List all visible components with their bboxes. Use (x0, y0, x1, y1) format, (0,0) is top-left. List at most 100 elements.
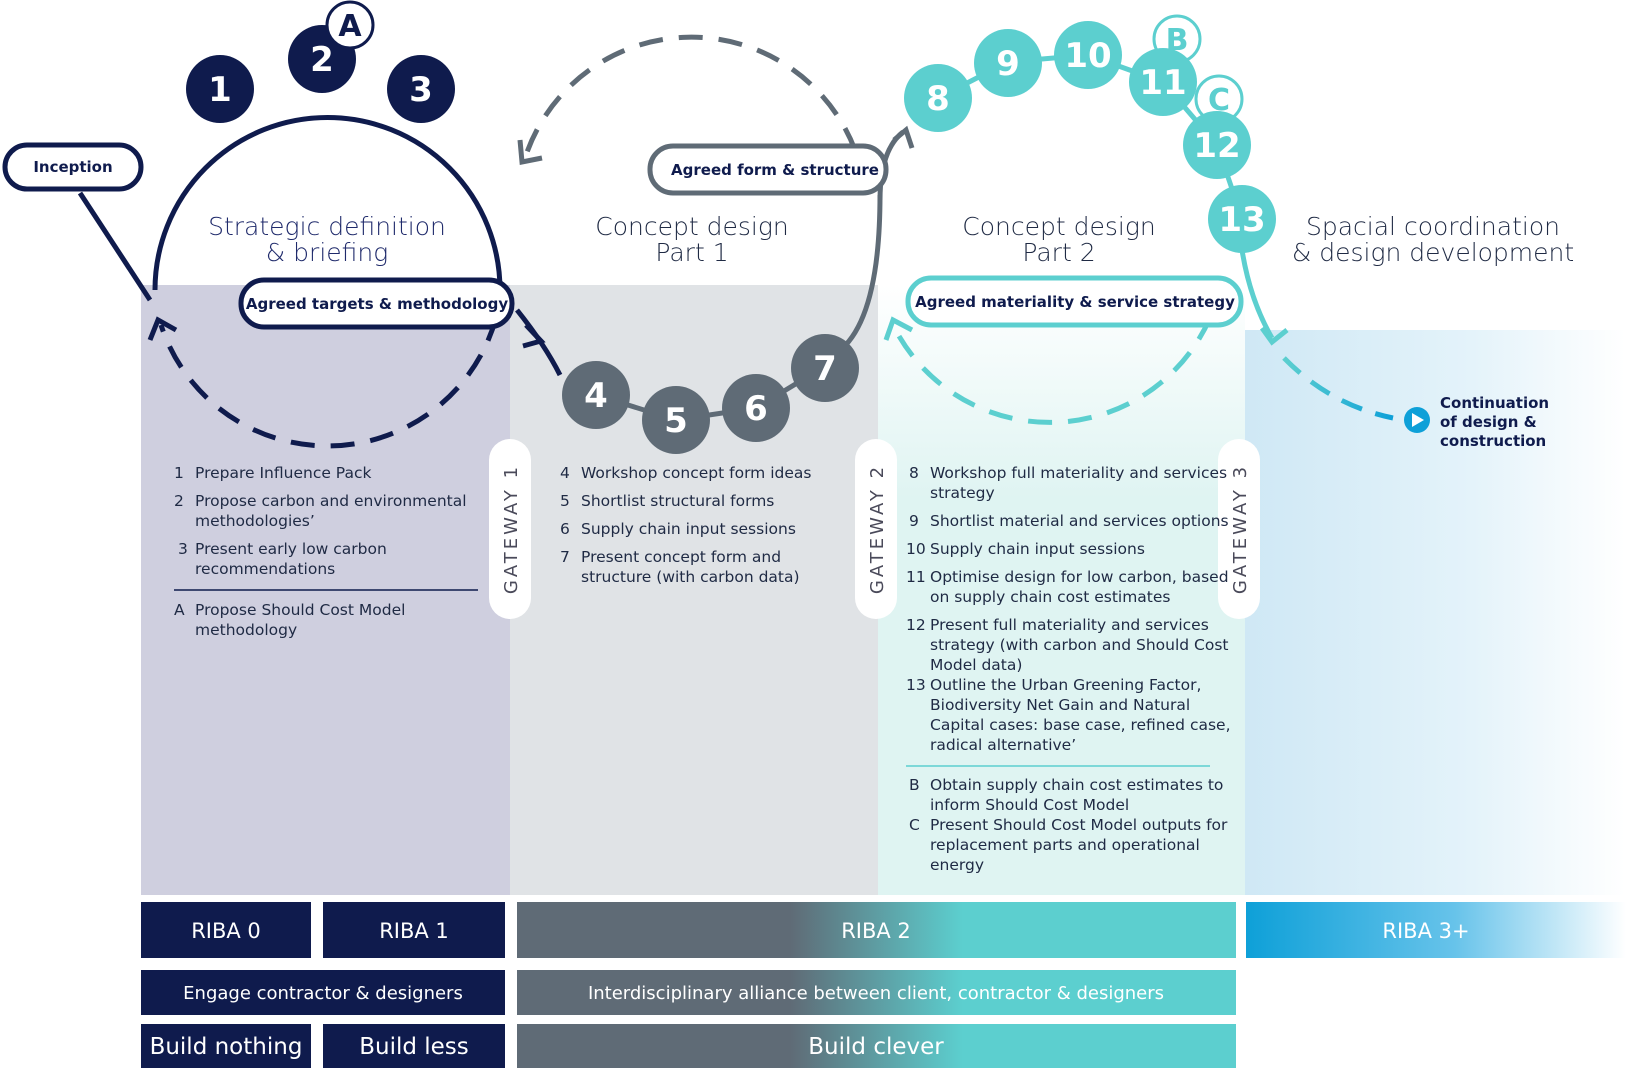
step-2-num: 2 (174, 492, 184, 510)
step-3-num: 3 (178, 540, 188, 558)
step-8-text-l1: Workshop full materiality and services (930, 464, 1227, 482)
step-11-text-l1: Optimise design for low carbon, based (930, 568, 1229, 586)
continuation-line2: of design & (1440, 413, 1537, 431)
svg-text:RIBA 1: RIBA 1 (379, 919, 449, 943)
stage-1-title-line2: & briefing (266, 238, 389, 267)
step-c-text-l2: replacement parts and operational (930, 836, 1200, 854)
bar-riba-1: RIBA 1 (323, 902, 505, 958)
step-13-text-l4: radical alternative’ (930, 736, 1076, 754)
circle-6: 6 (722, 374, 790, 442)
step-9-text: Shortlist material and services options (930, 512, 1229, 530)
bar-engage: Engage contractor & designers (141, 970, 505, 1015)
svg-text:Build nothing: Build nothing (150, 1034, 303, 1060)
step-a-text-l2: methodology (195, 621, 297, 639)
step-1-text: Prepare Influence Pack (195, 464, 371, 482)
continuation-line1: Continuation (1440, 394, 1549, 412)
circle-8: 8 (904, 64, 972, 132)
circle-4: 4 (562, 361, 630, 429)
step-3-text-l2: recommendations (195, 560, 335, 578)
step-12-num: 12 (906, 616, 926, 634)
bar-build-less: Build less (323, 1024, 505, 1068)
column-3-steps: 8 Workshop full materiality and services… (906, 464, 1231, 874)
step-c-text-l3: energy (930, 856, 984, 874)
inception-tail (77, 191, 153, 302)
stage-3-title-line1: Concept design (962, 212, 1155, 241)
continuation-dashed-curve (1282, 356, 1394, 421)
step-2-text-l1: Propose carbon and environmental (195, 492, 467, 510)
bar-build-nothing: Build nothing (141, 1024, 311, 1068)
form-pill (647, 143, 889, 196)
svg-text:GATEWAY 1: GATEWAY 1 (501, 464, 522, 594)
cycle-1-solid-arc (152, 115, 503, 291)
step-12-text-l3: Model data) (930, 656, 1022, 674)
targets-pill (238, 277, 515, 330)
step-12-text-l2: strategy (with carbon and Should Cost (930, 636, 1229, 654)
svg-text:Build less: Build less (359, 1034, 469, 1060)
gateway-2: GATEWAY 2 (855, 439, 897, 619)
bar-riba-0: RIBA 0 (141, 902, 311, 958)
inception-label: Inception (33, 158, 112, 176)
cycle-1-dashed-arc (158, 317, 499, 449)
step-7-num: 7 (560, 548, 570, 566)
svg-text:C: C (1208, 83, 1230, 118)
step-a-num: A (174, 601, 185, 619)
form-label: Agreed form & structure (671, 161, 879, 179)
step-a-text-l1: Propose Should Cost Model (195, 601, 405, 619)
svg-text:Interdisciplinary alliance bet: Interdisciplinary alliance between clien… (588, 983, 1164, 1004)
svg-text:3: 3 (409, 70, 433, 110)
step-12-text-l1: Present full materiality and services (930, 616, 1209, 634)
cycle-1 (147, 115, 563, 449)
circle-10: 10 (1054, 21, 1122, 89)
step-1-num: 1 (174, 464, 184, 482)
step-5-text: Shortlist structural forms (581, 492, 774, 510)
step-6-num: 6 (560, 520, 570, 538)
step-2-text-l2: methodologies’ (195, 512, 315, 530)
step-4-num: 4 (560, 464, 570, 482)
inception-callout: Inception (2, 142, 153, 302)
svg-text:Engage contractor & designers: Engage contractor & designers (183, 983, 463, 1004)
step-7-text-l1: Present concept form and (581, 548, 781, 566)
cycle-2-arrowhead-up (892, 125, 915, 149)
step-8-num: 8 (909, 464, 919, 482)
step-10-num: 10 (906, 540, 926, 558)
svg-text:4: 4 (584, 376, 608, 416)
gateway-1: GATEWAY 1 (489, 439, 531, 619)
svg-text:8: 8 (926, 79, 950, 119)
gateway-3: GATEWAY 3 (1218, 439, 1260, 619)
stage-4-title-line1: Spacial coordination (1306, 212, 1560, 241)
step-5-num: 5 (560, 492, 570, 510)
bar-build-clever: Build clever (517, 1024, 1236, 1068)
step-13-text-l3: Capital cases: base case, refined case, (930, 716, 1231, 734)
svg-text:2: 2 (310, 40, 334, 80)
svg-text:5: 5 (664, 401, 688, 441)
circle-12: 12 (1183, 111, 1251, 179)
step-7-text-l2: structure (with carbon data) (581, 568, 800, 586)
cycle-2-bottom-chain (595, 365, 824, 423)
svg-text:GATEWAY 2: GATEWAY 2 (867, 464, 888, 594)
cycle-2-dashed-arc (522, 34, 858, 159)
svg-text:6: 6 (744, 389, 768, 429)
letter-c-badge: C (1194, 74, 1244, 124)
cycle-2-arrowhead (517, 139, 543, 165)
svg-text:A: A (338, 9, 362, 44)
svg-text:13: 13 (1218, 200, 1265, 240)
panel-stage-4 (1245, 330, 1625, 895)
step-8-text-l2: strategy (930, 484, 995, 502)
stage-3-title-line2: Part 2 (1022, 238, 1095, 267)
svg-text:1: 1 (208, 70, 232, 110)
circle-5: 5 (642, 386, 710, 454)
circle-7: 7 (791, 334, 859, 402)
column-2-steps: 4 Workshop concept form ideas 5 Shortlis… (560, 464, 811, 586)
step-13-text-l2: Biodiversity Net Gain and Natural (930, 696, 1190, 714)
circle-11: 11 (1129, 48, 1197, 116)
materiality-label: Agreed materiality & service strategy (915, 293, 1235, 311)
step-9-num: 9 (909, 512, 919, 530)
stage-1-title-line1: Strategic definition (208, 212, 446, 241)
circle-1: 1 (186, 55, 254, 123)
inception-pill (2, 142, 144, 192)
svg-text:10: 10 (1064, 36, 1111, 76)
step-b-num: B (909, 776, 920, 794)
circle-3: 3 (387, 55, 455, 123)
step-c-num: C (909, 816, 920, 834)
cycle-3-arrowhead-down (1259, 326, 1289, 346)
